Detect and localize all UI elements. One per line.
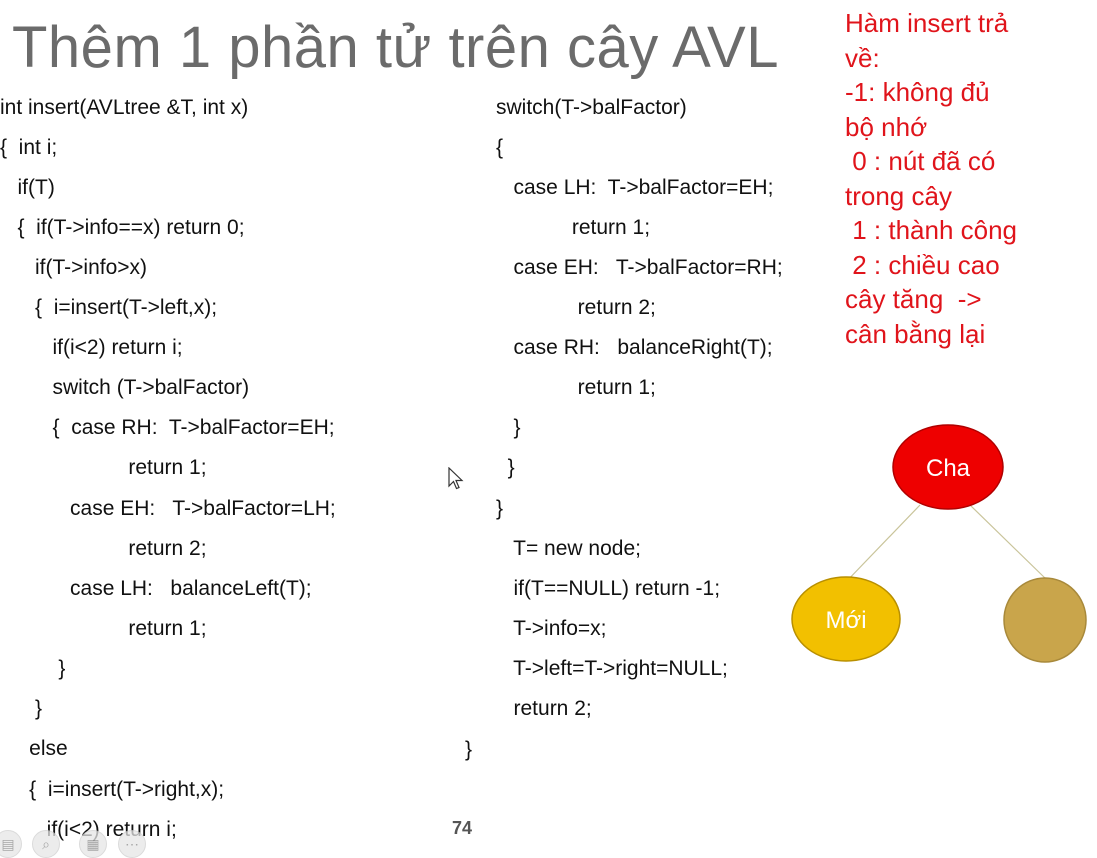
code-line: int insert(AVLtree &T, int x) [0, 96, 249, 119]
code-line: switch (T->balFactor) [0, 376, 250, 399]
code-line: } [496, 456, 515, 479]
note-line: trong cây [845, 180, 952, 211]
grid-icon[interactable]: ▦ [79, 830, 107, 858]
slides-icon[interactable]: ▤ [0, 830, 22, 858]
code-line: } [496, 497, 504, 520]
code-line: case EH: T->balFactor=RH; [496, 256, 783, 279]
code-line: return 1; [0, 617, 207, 640]
note-line: bộ nhớ [845, 111, 928, 142]
code-line: return 1; [496, 216, 651, 239]
new-node-label: Mới [825, 607, 866, 634]
code-line: return 1; [496, 376, 656, 399]
code-line: if(T) [0, 176, 55, 199]
code-line: { i=insert(T->left,x); [0, 296, 218, 319]
code-line: return 2; [496, 697, 592, 720]
code-line: if(T==NULL) return -1; [496, 577, 721, 600]
code-line: case RH: balanceRight(T); [496, 336, 773, 359]
code-line: } [496, 416, 521, 439]
tree-edge-left [842, 504, 921, 586]
right-child-node [1003, 577, 1087, 663]
note-line: 0 : nút đã có [845, 146, 996, 176]
code-line: if(T->info>x) [0, 256, 148, 279]
more-icon[interactable]: ⋯ [118, 830, 146, 858]
note-line: Hàm insert trả [845, 8, 1009, 38]
note-line: về: [845, 42, 880, 73]
code-line: return 2; [0, 537, 207, 560]
page-title: Thêm 1 phần tử trên cây AVL [12, 15, 779, 80]
code-line: else [0, 737, 68, 760]
code-line: case EH: T->balFactor=LH; [0, 497, 336, 520]
code-line: return 1; [0, 456, 207, 479]
tree-edge-right [969, 504, 1048, 581]
new-node [791, 576, 901, 662]
note-line: 2 : chiều cao [845, 249, 1000, 280]
page-number: 74 [452, 818, 473, 838]
parent-node-label: Cha [926, 455, 971, 482]
parent-node [892, 424, 1004, 510]
code-line: } [0, 697, 43, 720]
code-line: case LH: T->balFactor=EH; [496, 176, 774, 199]
note-line: 1 : thành công [845, 215, 1018, 245]
zoom-icon[interactable]: ⌕ [32, 830, 60, 858]
code-line: T->left=T->right=NULL; [496, 657, 728, 680]
code-line: { int i; [0, 136, 58, 159]
code-line: { if(T->info==x) return 0; [0, 216, 245, 239]
note-line: cây tăng -> [845, 284, 982, 314]
code-line: case LH: balanceLeft(T); [0, 577, 312, 600]
code-line: { case RH: T->balFactor=EH; [0, 416, 335, 439]
presentation-toolbar: ▤ ⌕ ▦ ⋯ [0, 826, 160, 858]
tree-diagram: Cha Mới [791, 424, 1087, 663]
code-line: switch(T->balFactor) [496, 96, 687, 119]
note-line: cân bằng lại [845, 318, 986, 349]
code-line: T->info=x; [496, 617, 607, 640]
code-line: return 2; [496, 296, 656, 319]
closing-brace: } [465, 738, 473, 761]
code-line: { [496, 136, 504, 159]
mouse-cursor-icon [448, 467, 464, 490]
code-line: T= new node; [496, 537, 641, 560]
code-line: if(i<2) return i; [0, 336, 183, 359]
code-line: { i=insert(T->right,x); [0, 778, 225, 801]
code-line: } [0, 657, 66, 680]
return-values-note: Hàm insert trả về: -1: không đủ bộ nhớ 0… [845, 6, 1095, 351]
note-line: -1: không đủ [845, 77, 990, 107]
